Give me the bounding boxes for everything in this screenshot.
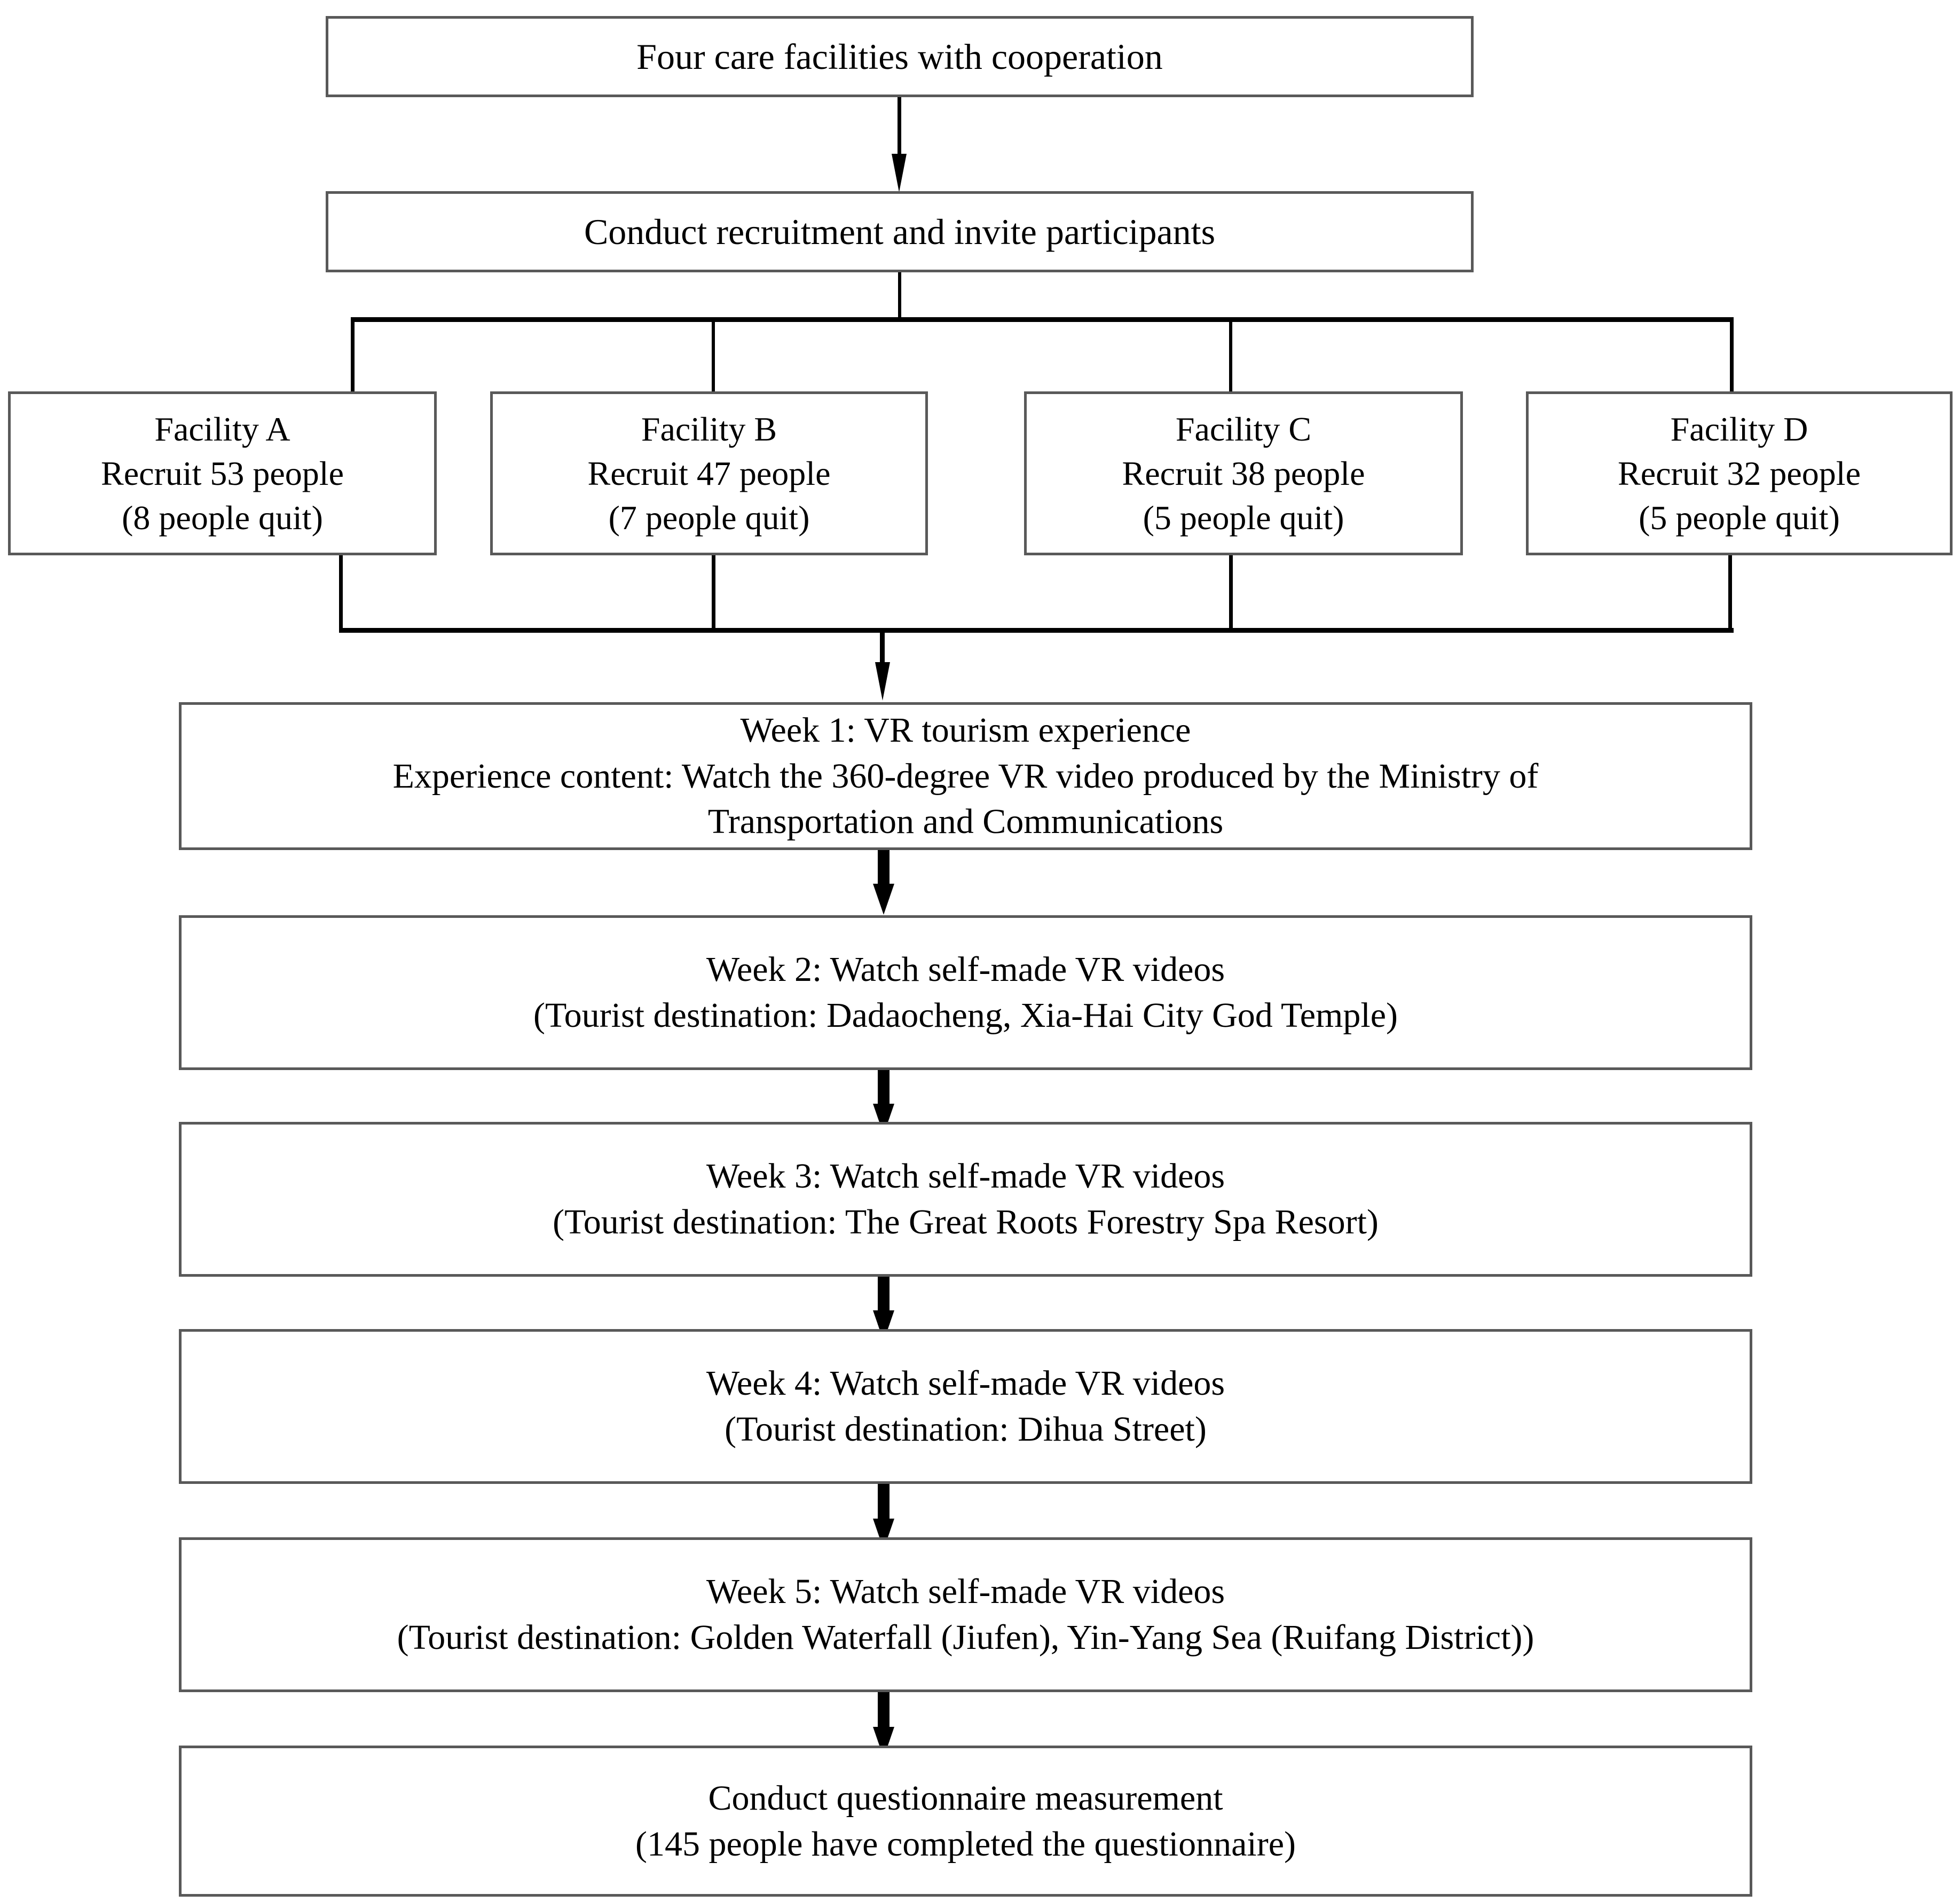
connector-merge-riser-d: [1728, 555, 1732, 632]
facility-c-name: Facility C: [1175, 410, 1312, 448]
node-facility-c: Facility C Recruit 38 people (5 people q…: [1024, 391, 1463, 555]
facility-d-quit: (5 people quit): [1639, 499, 1840, 537]
connector-split-drop-a: [351, 317, 355, 392]
connector-merge-bus: [339, 628, 1734, 633]
node-week5: Week 5: Watch self-made VR videos (Touri…: [179, 1537, 1752, 1692]
connector-merge-riser-c: [1229, 555, 1233, 632]
connector-split-drop-d: [1730, 317, 1734, 392]
node-week3: Week 3: Watch self-made VR videos (Touri…: [179, 1122, 1752, 1277]
node-recruitment-line1: Conduct recruitment and invite participa…: [584, 211, 1216, 252]
week3-line2: (Tourist destination: The Great Roots Fo…: [553, 1202, 1379, 1241]
node-week1: Week 1: VR tourism experience Experience…: [179, 702, 1752, 850]
questionnaire-line1: Conduct questionnaire measurement: [708, 1778, 1223, 1818]
connector-merge-riser-a: [339, 555, 343, 632]
facility-c-recruited: Recruit 38 people: [1122, 454, 1365, 492]
facility-d-name: Facility D: [1670, 410, 1808, 448]
arrowhead-week1-to-week2: [873, 884, 894, 915]
node-questionnaire: Conduct questionnaire measurement (145 p…: [179, 1746, 1752, 1897]
week4-line2: (Tourist destination: Dihua Street): [725, 1410, 1207, 1449]
facility-b-recruited: Recruit 47 people: [587, 454, 831, 492]
node-source-line1: Four care facilities with cooperation: [636, 36, 1163, 77]
week1-line1: Week 1: VR tourism experience: [740, 710, 1191, 750]
node-facility-b: Facility B Recruit 47 people (7 people q…: [490, 391, 928, 555]
facility-a-recruited: Recruit 53 people: [101, 454, 344, 492]
connector-recruitment-stem: [898, 272, 901, 320]
node-recruitment: Conduct recruitment and invite participa…: [326, 191, 1474, 272]
week1-line2: Experience content: Watch the 360-degree…: [392, 756, 1539, 796]
connector-split-drop-b: [712, 317, 715, 392]
node-week4: Week 4: Watch self-made VR videos (Touri…: [179, 1329, 1752, 1484]
week4-line1: Week 4: Watch self-made VR videos: [706, 1364, 1225, 1403]
arrowhead-merge-to-week1: [875, 662, 890, 701]
week2-line1: Week 2: Watch self-made VR videos: [706, 950, 1225, 989]
node-facility-a: Facility A Recruit 53 people (8 people q…: [8, 391, 437, 555]
connector-merge-riser-b: [712, 555, 715, 632]
week1-line3: Transportation and Communications: [707, 802, 1224, 842]
connector-source-to-recruitment: [898, 97, 901, 161]
node-source-facilities: Four care facilities with cooperation: [326, 16, 1474, 97]
connector-merge-to-week1: [880, 628, 885, 687]
week5-line1: Week 5: Watch self-made VR videos: [706, 1572, 1225, 1612]
arrowhead-source-to-recruitment: [892, 154, 907, 192]
node-facility-d: Facility D Recruit 32 people (5 people q…: [1526, 391, 1953, 555]
week2-line2: (Tourist destination: Dadaocheng, Xia-Ha…: [533, 996, 1398, 1035]
facility-b-quit: (7 people quit): [608, 499, 810, 537]
questionnaire-line2: (145 people have completed the questionn…: [635, 1824, 1296, 1864]
facility-a-name: Facility A: [154, 410, 290, 448]
facility-a-quit: (8 people quit): [122, 499, 323, 537]
facility-b-name: Facility B: [641, 410, 777, 448]
week5-line2: (Tourist destination: Golden Waterfall (…: [397, 1618, 1534, 1657]
facility-d-recruited: Recruit 32 people: [1618, 454, 1861, 492]
connector-split-bus: [352, 317, 1733, 322]
week3-line1: Week 3: Watch self-made VR videos: [706, 1157, 1225, 1196]
facility-c-quit: (5 people quit): [1143, 499, 1344, 537]
node-week2: Week 2: Watch self-made VR videos (Touri…: [179, 915, 1752, 1070]
connector-split-drop-c: [1229, 317, 1232, 392]
